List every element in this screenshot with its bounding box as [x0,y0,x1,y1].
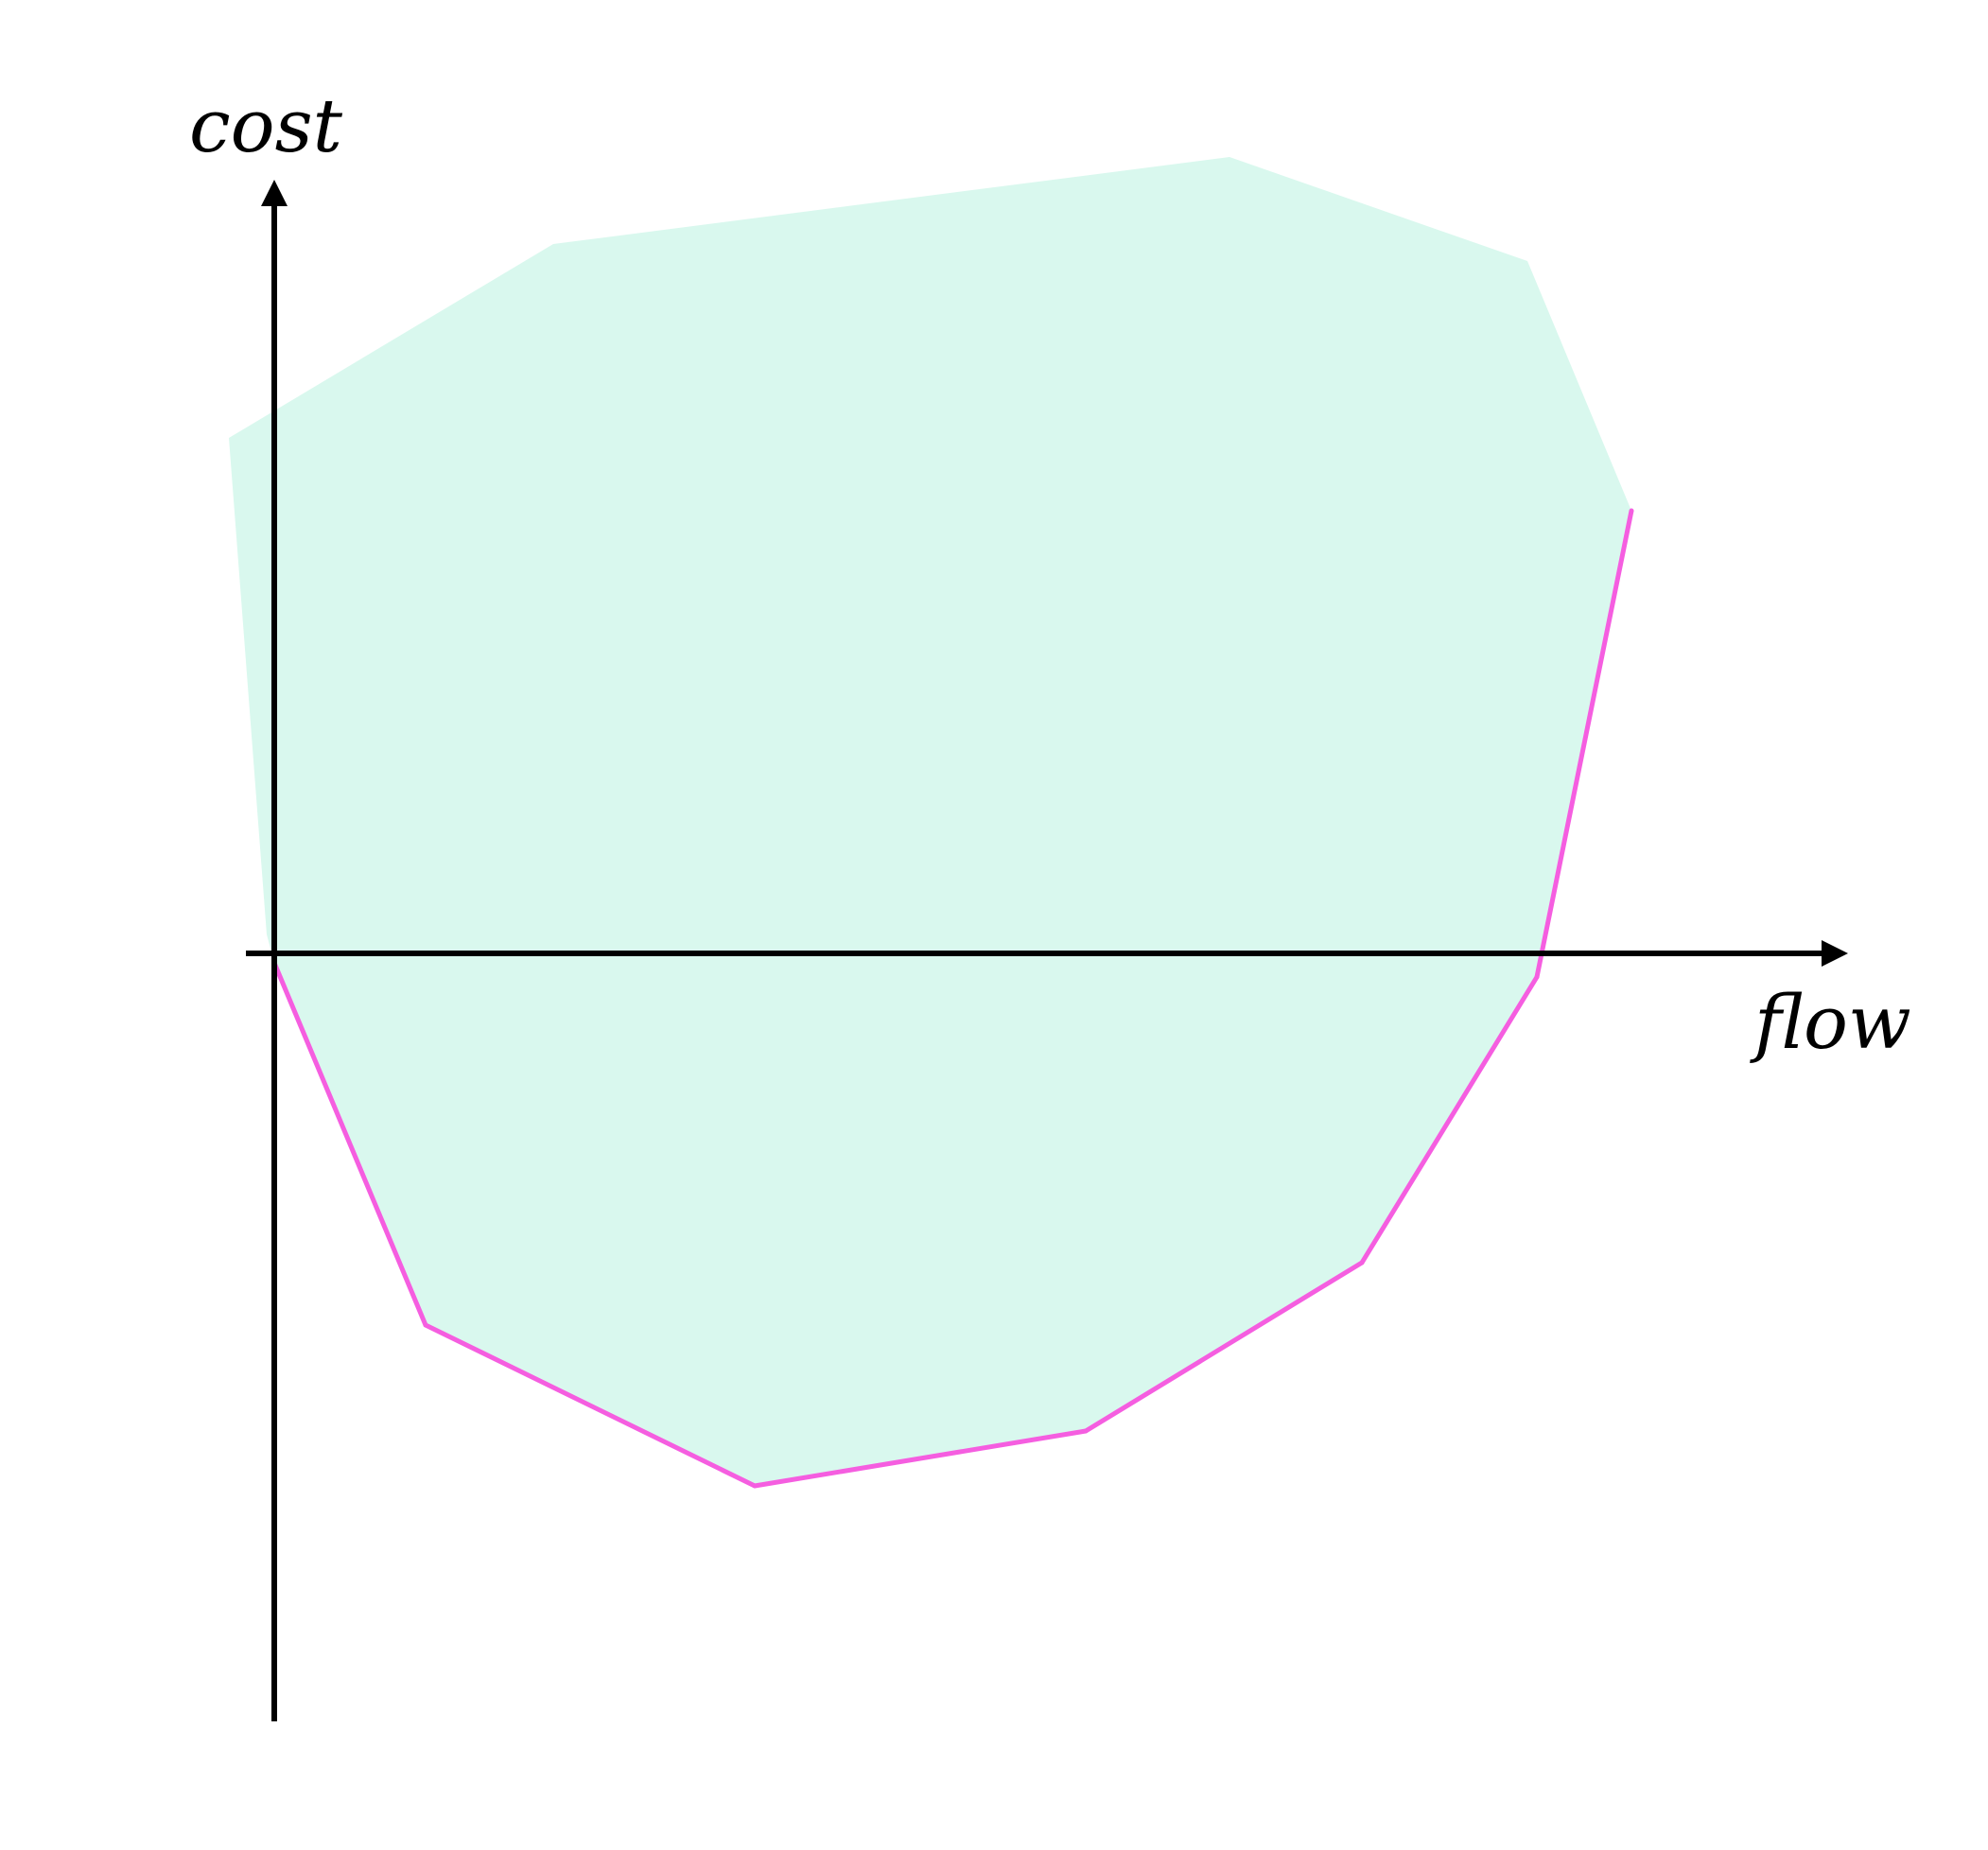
flow-axis-arrowhead [1822,940,1848,967]
cost-axis-arrowhead [261,180,288,206]
boundary-vertex-6 [1629,508,1634,514]
boundary-vertex-2 [752,1483,758,1489]
boundary-vertex-4 [1359,1260,1365,1265]
boundary-vertex-1 [423,1322,428,1328]
cost-axis-label: cost [189,84,343,169]
feasible-region [229,157,1631,1486]
flow-axis-label: flow [1750,981,1911,1066]
boundary-vertex-3 [1083,1428,1089,1434]
boundary-vertex-5 [1534,974,1540,980]
